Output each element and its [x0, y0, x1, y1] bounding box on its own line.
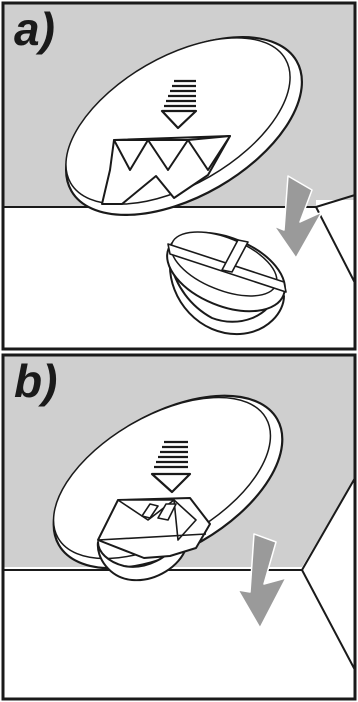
panel-label-b: b) [14, 358, 57, 404]
detector-cap [156, 217, 296, 334]
detector-cap [98, 498, 210, 580]
panel-b: b) [0, 352, 358, 702]
panel-a: a) [0, 0, 358, 352]
panel-label-a: a) [14, 6, 55, 52]
